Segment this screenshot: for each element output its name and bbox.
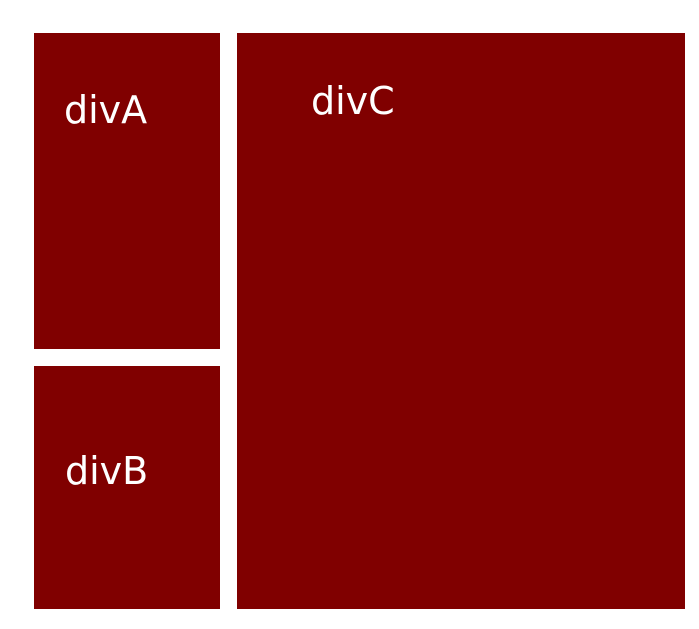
div-b-box: divB (34, 366, 220, 609)
div-b-label: divB (65, 449, 149, 493)
div-c-label: divC (311, 79, 395, 123)
div-a-label: divA (64, 88, 148, 132)
div-a-box: divA (34, 33, 220, 349)
div-c-box: divC (237, 33, 685, 609)
